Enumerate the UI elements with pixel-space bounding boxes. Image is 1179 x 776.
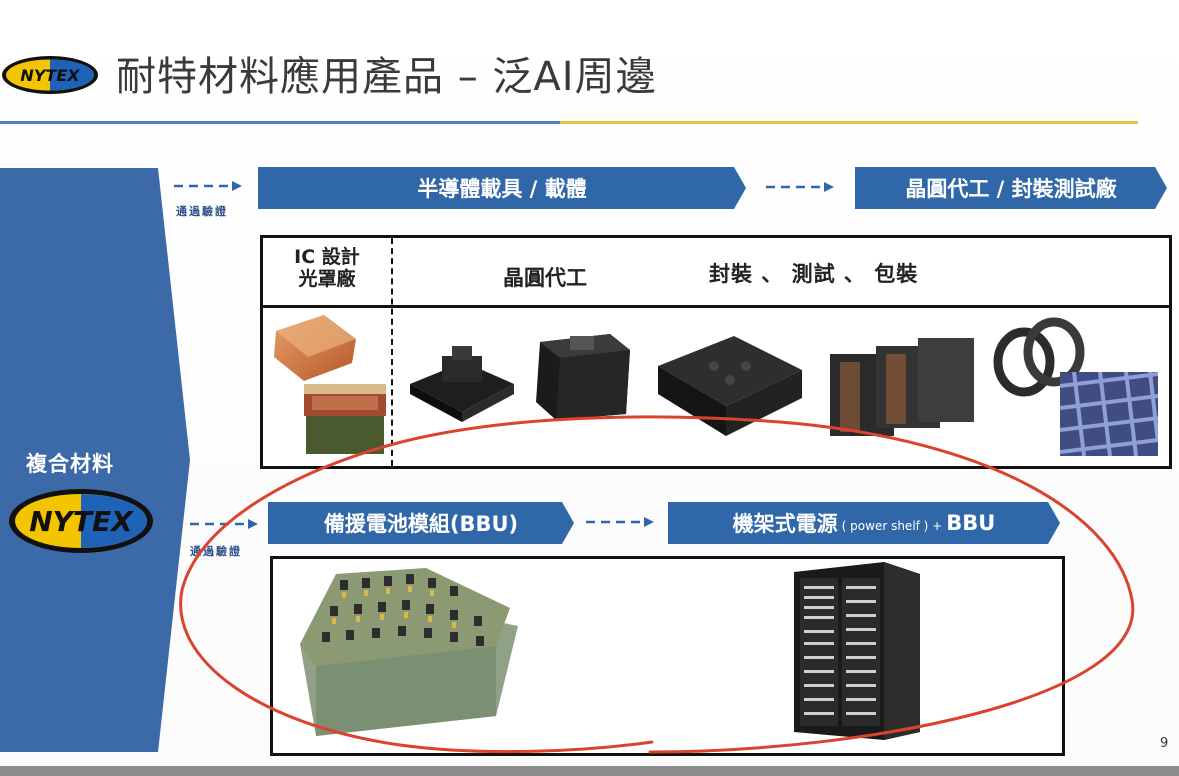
foup-pod-image <box>536 334 630 420</box>
dashed-arrow-icon <box>174 181 242 191</box>
column-ic-design: IC 設計 光罩廠 <box>263 246 391 290</box>
banner-label-small: ( power shelf ) + <box>841 519 943 533</box>
column-wafer-foundry: 晶圓代工 <box>503 266 587 290</box>
banner-bbu: 備援電池模組(BBU) <box>268 502 574 544</box>
battery-module-image <box>300 568 518 736</box>
dashed-arrow-icon <box>586 517 654 527</box>
nytex-logo-large: NYTEX <box>9 489 153 553</box>
photomask-box-image <box>274 315 356 381</box>
composite-materials-panel <box>0 168 190 752</box>
banner-label: 備援電池模組(BBU) <box>323 512 519 536</box>
banner-label: 晶圓代工 / 封裝測試廠 <box>905 177 1117 201</box>
nytex-logo-small: NYTEX <box>2 56 98 94</box>
reticle-pod-image <box>658 336 802 436</box>
page-number: 9 <box>1160 736 1169 751</box>
chip-trays-image <box>830 338 974 436</box>
column-packaging-testing: 封裝 、 測試 、 包裝 <box>709 262 919 286</box>
wafer-carrier-box-image <box>304 384 386 454</box>
verified-label: 通過驗證 <box>190 545 242 558</box>
logo-text: NYTEX <box>20 66 80 85</box>
banner-semiconductor-carrier: 半導體載具 / 載體 <box>258 167 746 209</box>
matrix-tray-image <box>1060 372 1158 456</box>
ic-design-line1: IC 設計 <box>294 246 360 268</box>
banner-power-shelf: 機架式電源 ( power shelf ) + BBU <box>668 502 1060 544</box>
verified-label: 通過驗證 <box>176 205 228 218</box>
page-title: 耐特材料應用產品 – 泛AI周邊 <box>116 54 657 100</box>
header-divider <box>263 305 1169 308</box>
ic-design-line2: 光罩廠 <box>298 268 356 290</box>
sealing-rings-image <box>993 317 1085 397</box>
title-rule-gold <box>560 121 1138 124</box>
composite-materials-label: 複合材料 <box>26 452 114 476</box>
title-rule-blue <box>0 121 560 124</box>
banner-wafer-foundry: 晶圓代工 / 封裝測試廠 <box>855 167 1167 209</box>
dashed-arrow-icon <box>190 519 258 529</box>
bottom-bar <box>0 766 1179 776</box>
banner-label-main: 機架式電源 <box>732 512 838 536</box>
banner-label-tail: BBU <box>946 511 996 535</box>
banner-label: 半導體載具 / 載體 <box>417 177 587 201</box>
column-divider <box>391 238 393 466</box>
server-rack-image <box>794 562 920 740</box>
logo-text: NYTEX <box>29 505 134 538</box>
wafer-tray-image <box>410 346 514 422</box>
dashed-arrow-icon <box>766 182 834 192</box>
